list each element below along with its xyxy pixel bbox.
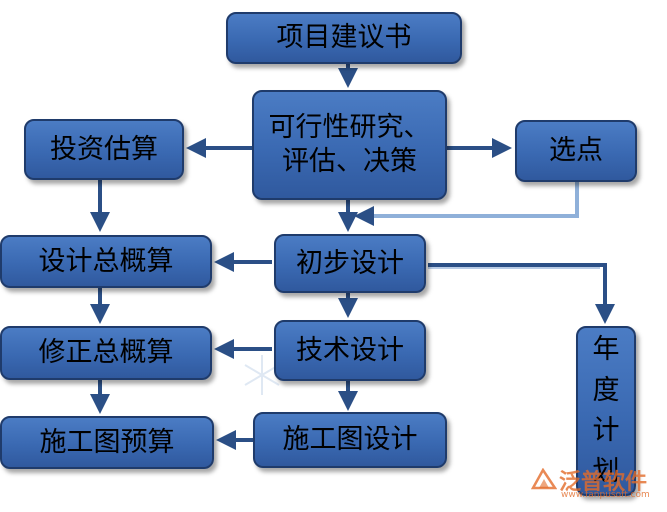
brand-logo-icon — [531, 468, 557, 490]
node-revised-budget: 修正总概算 — [0, 326, 212, 380]
node-construction-budget: 施工图预算 — [0, 416, 214, 469]
node-label: 技术设计 — [296, 334, 404, 366]
node-label: 施工图预算 — [39, 426, 175, 458]
arrow-prelim-design-to-annual-plan — [428, 263, 615, 324]
node-construction-design: 施工图设计 — [253, 412, 447, 468]
node-site-selection: 选点 — [515, 120, 637, 182]
node-label: 修正总概算 — [38, 337, 174, 369]
watermark-text: 泛普软件 — [559, 470, 648, 495]
node-label-char: 划 — [592, 455, 620, 487]
arrow-site-to-vertical — [354, 182, 579, 226]
node-label-line2: 评估、决策 — [282, 146, 417, 177]
node-preliminary-design: 初步设计 — [274, 234, 426, 293]
watermark-url: www.fanpusoft.com — [561, 490, 650, 500]
node-label: 项目建议书 — [276, 22, 412, 54]
node-label: 初步设计 — [296, 247, 404, 279]
brand-watermark: 泛普软件 www.fanpusoft.com — [531, 462, 661, 502]
snowflake-watermark-icon — [244, 355, 280, 395]
node-label: 选点 — [549, 135, 603, 167]
node-label-line1: 可行性研究、 — [268, 112, 431, 144]
node-technical-design: 技术设计 — [274, 320, 426, 381]
node-project-proposal: 项目建议书 — [226, 12, 462, 64]
node-label: 设计总概算 — [38, 245, 174, 277]
node-annual-plan: 年 度 计 划 — [576, 326, 636, 496]
node-preliminary-budget: 设计总概算 — [0, 235, 212, 288]
node-label-char: 度 — [592, 374, 620, 406]
node-label: 施工图设计 — [282, 424, 418, 456]
node-feasibility-study: 可行性研究、 评估、决策 — [252, 90, 447, 200]
node-label-char: 年 — [592, 334, 620, 365]
node-label-char: 计 — [592, 415, 620, 446]
node-label: 投资估算 — [50, 133, 158, 165]
node-investment-estimate: 投资估算 — [24, 119, 184, 180]
